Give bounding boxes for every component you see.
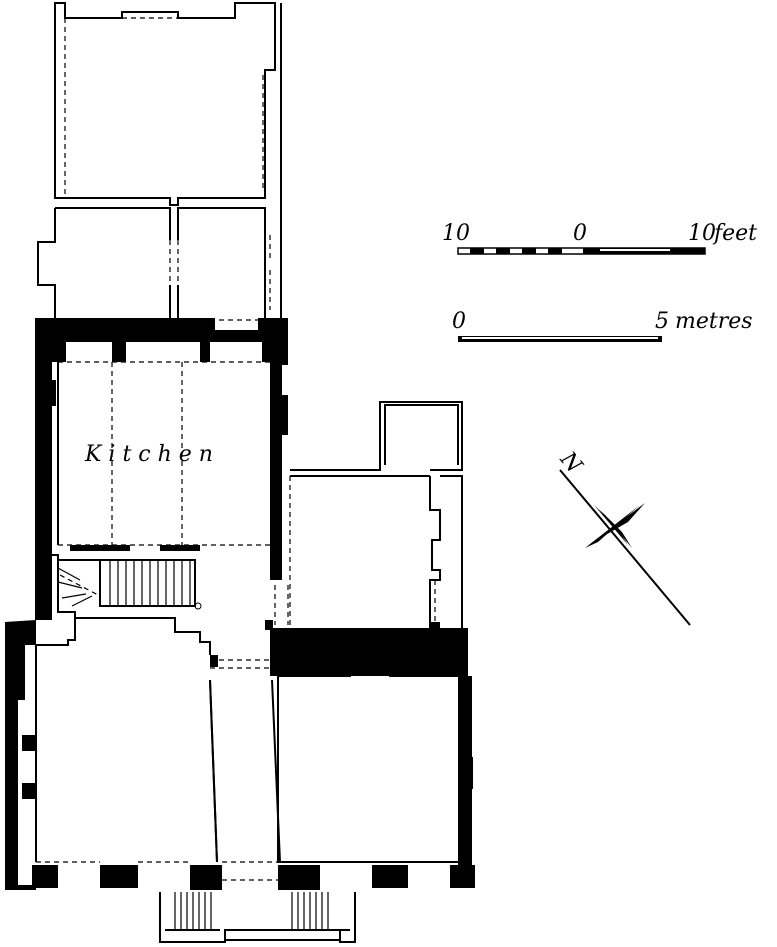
front-steps xyxy=(159,892,356,943)
front-right-room xyxy=(277,667,473,863)
scale-feet-right-label: 10 xyxy=(688,221,716,246)
upper-rooms xyxy=(37,2,282,321)
entrance-hall xyxy=(209,679,281,881)
scale-feet-left-label: 10 xyxy=(442,221,470,246)
scale-metres-left-label: 0 xyxy=(452,309,466,334)
solid-walls xyxy=(5,318,475,890)
scale-feet-unit-label: feet xyxy=(712,221,757,246)
kitchen-label: K i t c h e n xyxy=(84,442,213,467)
kitchen-room: K i t c h e n xyxy=(57,361,270,551)
staircase xyxy=(52,554,202,618)
scale-metres-unit-label: metres xyxy=(675,309,753,334)
scale-feet-middle-label: 0 xyxy=(573,221,587,246)
north-label: N xyxy=(554,447,587,479)
scale-bar-metres: 0 5 metres xyxy=(452,309,753,342)
north-arrow: N xyxy=(554,447,691,626)
scale-bar-feet: 10 0 10 feet xyxy=(442,221,757,255)
scale-metres-right-label: 5 xyxy=(655,309,669,334)
east-annex xyxy=(274,401,463,630)
front-left-room xyxy=(35,617,272,863)
